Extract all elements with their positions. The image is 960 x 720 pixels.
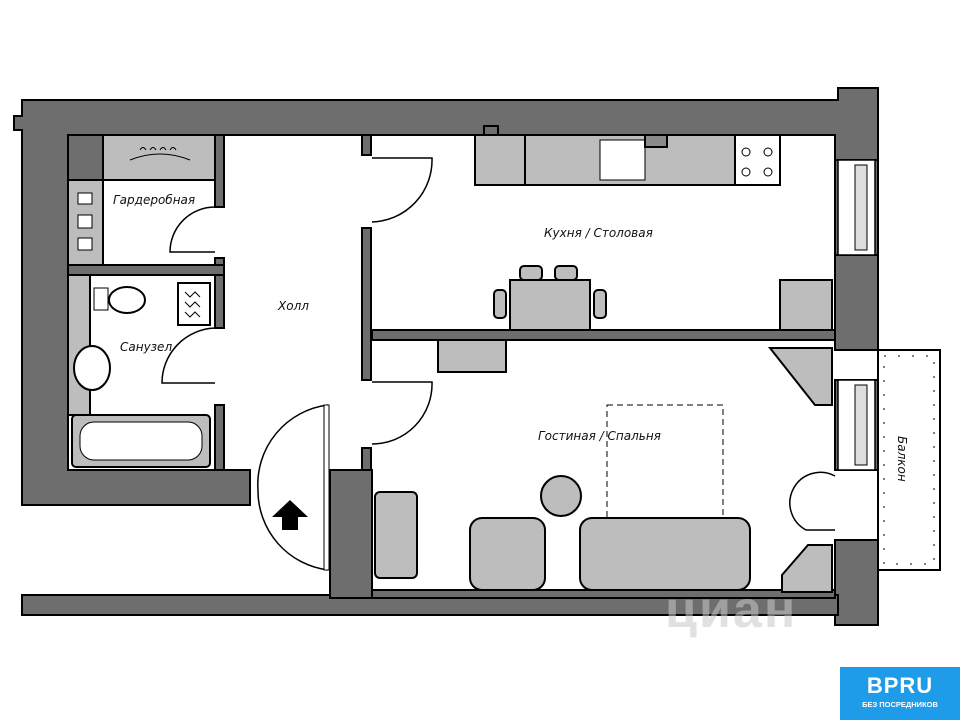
room-label-kitchen: Кухня / Столовая xyxy=(544,226,653,240)
room-label-bathroom: Санузел xyxy=(120,340,172,354)
room-label-living: Гостиная / Спальня xyxy=(538,429,661,443)
doors xyxy=(161,157,836,571)
room-label-hall: Холл xyxy=(277,299,309,313)
bathroom-fixtures xyxy=(67,274,211,468)
bpru-logo: BPRU БЕЗ ПОСРЕДНИКОВ xyxy=(840,667,960,720)
watermark: циан xyxy=(665,581,798,639)
kitchen-furniture xyxy=(474,134,833,331)
wardrobe-furniture xyxy=(67,134,216,266)
logo-name: BPRU xyxy=(866,673,934,698)
room-label-wardrobe: Гардеробная xyxy=(113,193,195,207)
exterior-walls xyxy=(13,87,879,626)
living-furniture xyxy=(374,339,833,593)
windows xyxy=(837,159,876,471)
room-label-balcony: Балкон xyxy=(895,436,909,482)
logo-tagline: БЕЗ ПОСРЕДНИКОВ xyxy=(862,700,938,709)
entrance-arrow-icon xyxy=(272,500,308,530)
balcony xyxy=(877,349,941,571)
